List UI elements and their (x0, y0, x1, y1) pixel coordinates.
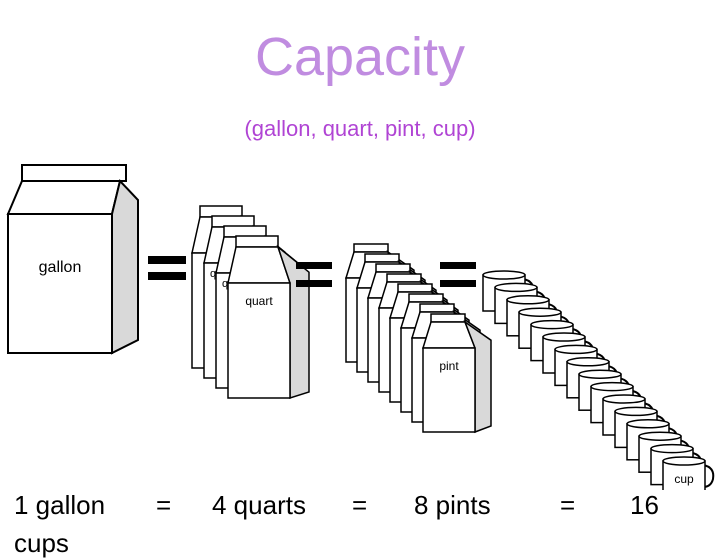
capacity-illustration: gallon qq quart pint cup (6, 164, 715, 490)
pint-carton-label: pint (439, 359, 459, 373)
equation-cups-word: cups (14, 528, 69, 558)
gallon-label: gallon (39, 259, 82, 276)
quart-carton-label: quart (245, 294, 273, 308)
pint-cartons: pint (344, 243, 492, 434)
equals-sign-3 (440, 262, 476, 287)
cup: cup (662, 456, 715, 490)
quart-carton-mark: q (210, 268, 216, 280)
pint-carton: pint (421, 313, 492, 434)
equals-sign-1 (148, 256, 186, 280)
equation-equals-2: = (352, 490, 368, 520)
page-subtitle: (gallon, quart, pint, cup) (244, 116, 476, 141)
cup-row: cup (482, 270, 715, 490)
equation-gallon: 1 gallon (14, 490, 106, 520)
quart-carton-mark: q (222, 278, 228, 290)
equation-equals-1: = (156, 490, 172, 520)
equation-cups-number: 16 (630, 490, 659, 520)
equals-sign-2 (296, 262, 332, 287)
quart-cartons: qq quart (191, 205, 310, 400)
equation-quarts: 4 quarts (212, 490, 306, 520)
cup-label: cup (674, 472, 694, 486)
gallon-carton: gallon (6, 164, 139, 355)
page-title: Capacity (254, 27, 466, 87)
equation-pints: 8 pints (414, 490, 491, 520)
equation-equals-3: = (560, 490, 576, 520)
quart-carton: quart (227, 235, 310, 400)
